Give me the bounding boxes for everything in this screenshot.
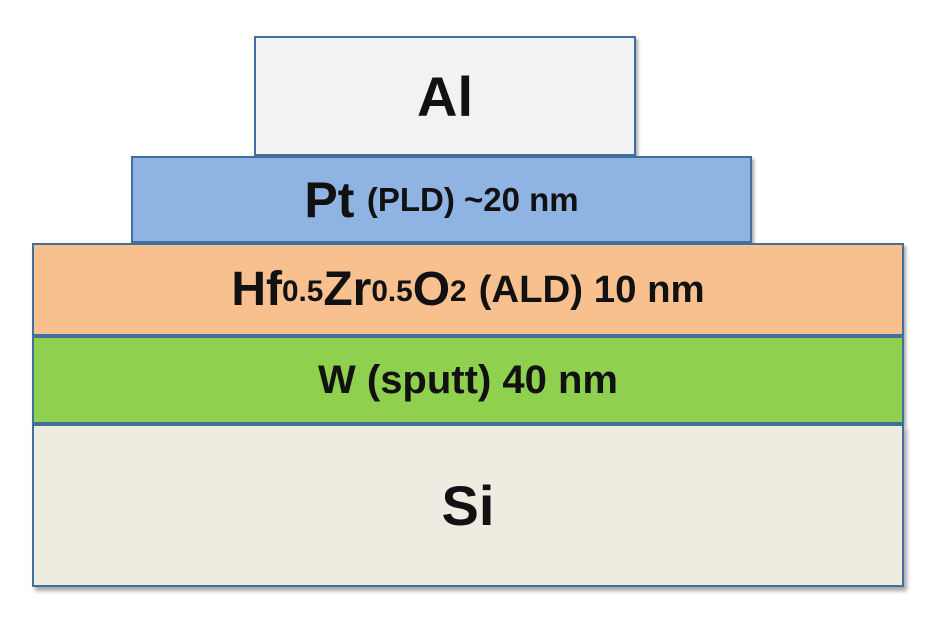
layer-w-label: W (sputt) 40 nm xyxy=(318,357,618,402)
layer-hfzro-method: (ALD) 10 nm xyxy=(478,267,705,311)
layer-hfzro-sub1: 0.5 xyxy=(281,274,324,308)
layer-pt: Pt (PLD) ~20 nm xyxy=(131,156,752,243)
layer-al: Al xyxy=(254,36,636,156)
layer-hfzro-el2: Zr xyxy=(323,263,372,316)
layer-hfzro-el1: Hf xyxy=(231,263,282,316)
layer-al-label: Al xyxy=(417,64,473,128)
layer-hfzro-sub2: 0.5 xyxy=(371,274,413,308)
layer-si-label: Si xyxy=(441,474,495,537)
layer-pt-method: (PLD) ~20 nm xyxy=(366,180,579,218)
layer-w: W (sputt) 40 nm xyxy=(32,336,904,424)
layer-hfzro-sub3: 2 xyxy=(450,274,467,308)
layer-hfzro-el3: O xyxy=(412,263,451,316)
layer-si: Si xyxy=(32,424,904,587)
layer-pt-material: Pt xyxy=(304,171,355,228)
